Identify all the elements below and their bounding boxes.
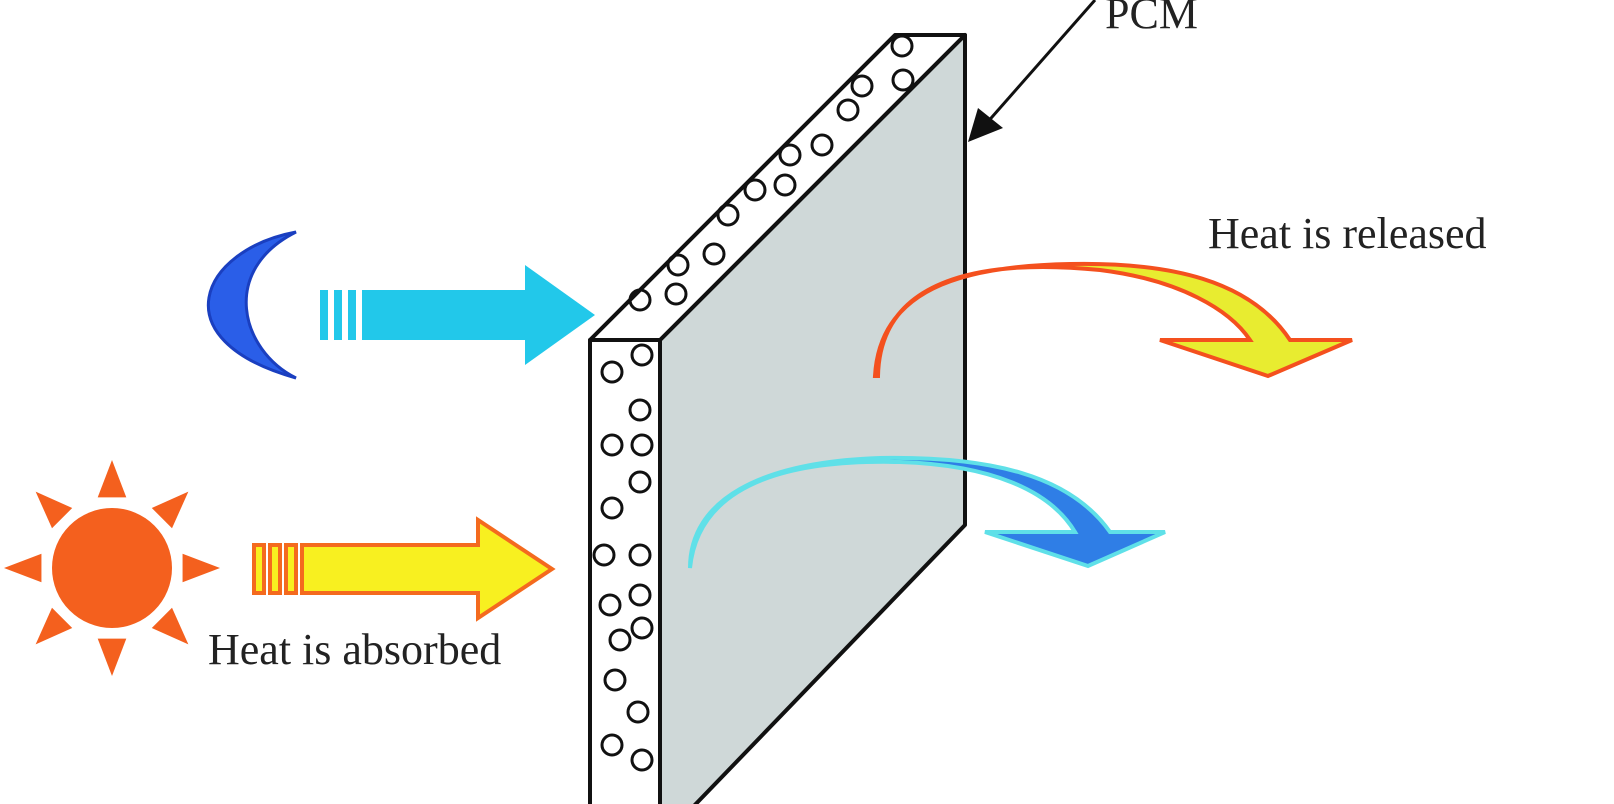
sun-ray (182, 553, 220, 583)
sun-ray (35, 491, 73, 529)
pcm-pointer-arrow (968, 0, 1097, 142)
pcm-capsule (598, 593, 622, 617)
pcm-capsule (666, 253, 690, 277)
pcm-capsule (630, 343, 654, 367)
pcm-label: PCM (1105, 0, 1198, 38)
pcm-capsule (810, 133, 834, 157)
pcm-capsule (773, 173, 797, 197)
pcm-capsule (628, 543, 652, 567)
pcm-capsule (630, 748, 654, 772)
pcm-capsule (628, 398, 652, 422)
sun-icon (4, 460, 220, 676)
pcm-capsule (890, 34, 914, 58)
pcm-capsule (702, 242, 726, 266)
pcm-capsule (850, 74, 874, 98)
pcm-capsule (603, 668, 627, 692)
pcm-capsule (628, 288, 652, 312)
pcm-capsule (628, 470, 652, 494)
pcm-capsule (778, 143, 802, 167)
night-arrow (320, 265, 595, 365)
sun-ray (97, 460, 127, 498)
day-arrow (252, 516, 556, 622)
pcm-capsule (630, 433, 654, 457)
pcm-capsule (592, 543, 616, 567)
sun-ray (35, 607, 73, 645)
heat-released-label: Heat is released (1208, 209, 1487, 258)
sun-ray (4, 553, 42, 583)
pcm-capsule (630, 616, 654, 640)
pcm-capsule (743, 178, 767, 202)
moon-icon (206, 230, 297, 380)
pcm-capsule (600, 496, 624, 520)
sun-ray (151, 491, 189, 529)
sun-ray (97, 638, 127, 676)
pcm-capsule (626, 700, 650, 724)
pcm-capsule (664, 282, 688, 306)
pcm-capsule (608, 628, 632, 652)
pcm-capsule (600, 433, 624, 457)
pcm-capsules (592, 34, 915, 772)
heat-absorbed-label: Heat is absorbed (208, 625, 501, 674)
pcm-capsule (836, 98, 860, 122)
pcm-capsule (716, 203, 740, 227)
heat-released-arc-arrow (872, 261, 1353, 379)
pcm-capsule (600, 360, 624, 384)
pcm-capsule (891, 68, 915, 92)
sun-ray (151, 607, 189, 645)
cold-arc-arrow (688, 455, 1166, 569)
pcm-capsule (628, 583, 652, 607)
pcm-capsule (600, 733, 624, 757)
